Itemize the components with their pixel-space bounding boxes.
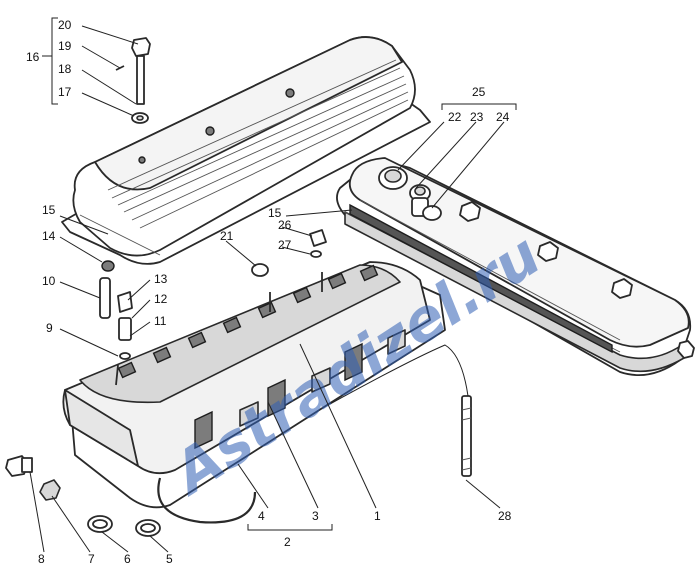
callout-22: 22 [448,110,462,124]
callout-15-left: 15 [42,203,56,217]
rocker-arms [117,264,379,379]
callout-14: 14 [42,229,56,243]
callout-3: 3 [312,509,319,523]
callout-6: 6 [124,552,131,566]
small-parts-left [99,229,327,360]
callout-4: 4 [258,509,265,523]
callout-21: 21 [220,229,234,243]
callout-18: 18 [58,62,72,76]
callout-2: 2 [284,535,291,549]
callout-13: 13 [154,272,168,286]
callout-8: 8 [38,552,45,566]
callout-16: 16 [26,50,40,64]
callout-1: 1 [374,509,381,523]
stud-28 [329,344,472,477]
callout-25: 25 [472,85,486,99]
callout-11: 11 [154,314,167,328]
callout-28: 28 [498,509,512,523]
callout-10: 10 [42,274,56,288]
callout-23: 23 [470,110,484,124]
callout-26: 26 [278,218,292,232]
callout-12: 12 [154,292,168,306]
small-parts-bottom [5,455,161,537]
callout-9: 9 [46,321,53,335]
callout-labels: 20 19 18 17 16 15 14 10 9 13 12 11 21 26… [26,18,512,566]
bolt-assembly-16 [115,37,151,124]
callout-19: 19 [58,39,72,53]
callout-24: 24 [496,110,510,124]
callout-27: 27 [278,238,292,252]
callout-15-right: 15 [268,206,282,220]
callout-7: 7 [88,552,95,566]
cylinder-head [62,261,446,524]
leader-lines [29,17,517,553]
left-valve-cover [61,36,431,265]
callout-20: 20 [58,18,72,32]
callout-17: 17 [58,85,72,99]
callout-5: 5 [166,552,173,566]
side-ports [194,329,406,450]
